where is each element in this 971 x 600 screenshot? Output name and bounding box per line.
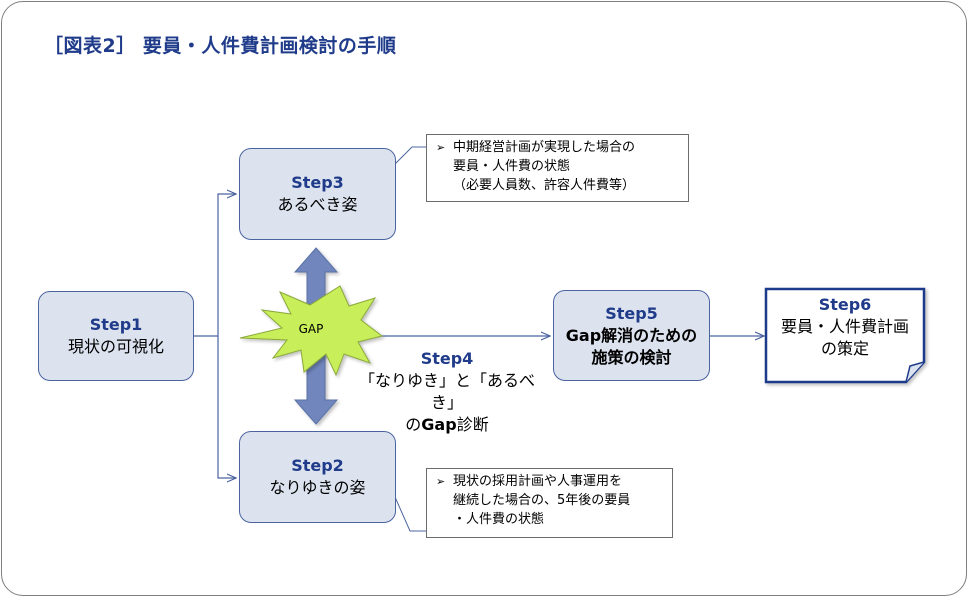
bullet-arrow-icon: ➢	[436, 475, 446, 488]
step4-desc-line1: 「なりゆき」と「あるべき」	[358, 371, 535, 412]
step6-desc-line2: の策定	[820, 339, 869, 358]
step5-desc-line2: 施策の検討	[591, 347, 672, 367]
step1-box: Step1 現状の可視化	[38, 291, 194, 381]
step4-desc-prefix: の	[405, 415, 422, 434]
step6-name: Step6	[818, 295, 872, 314]
callout-line-top	[394, 146, 426, 165]
callout-line-bottom	[394, 496, 426, 532]
step6-document-shape	[764, 287, 926, 384]
gap-starburst	[239, 285, 384, 377]
step5-name: Step5	[605, 303, 658, 323]
step5-box: Step5 Gap解消のための 施策の検討	[553, 290, 710, 381]
note-top: ➢ 中期経営計画が実現した場合の 要員・人件費の状態 （必要人員数、許容人件費等…	[426, 134, 689, 202]
step4-label: Step4 「なりゆき」と「あるべき」 のGap診断	[352, 348, 542, 436]
step1-desc: 現状の可視化	[67, 337, 164, 356]
bullet-arrow-icon: ➢	[436, 141, 446, 154]
step1-name: Step1	[89, 315, 143, 334]
step3-name: Step3	[291, 173, 344, 192]
connector-step1-step2	[217, 336, 236, 478]
step6-desc-line1: 要員・人件費計画	[780, 317, 909, 336]
step4-desc-line2: のGap診断	[352, 414, 542, 436]
step3-desc: あるべき姿	[277, 195, 358, 214]
step4-name: Step4	[420, 349, 474, 368]
gap-label: GAP	[298, 322, 324, 336]
step2-box: Step2 なりゆきの姿	[239, 431, 396, 523]
note-bottom-line3: ・人件費の状態	[453, 512, 545, 527]
note-bottom-line1: 現状の採用計画や人事運用を	[453, 474, 623, 489]
step2-name: Step2	[291, 456, 344, 475]
step2-desc: なりゆきの姿	[269, 478, 366, 497]
connector-step1-branch	[194, 194, 236, 337]
step4-desc-gap: Gap	[421, 415, 457, 434]
note-bottom: ➢ 現状の採用計画や人事運用を 継続した場合の、5年後の要員 ・人件費の状態	[426, 468, 673, 538]
note-top-line2: 要員・人件費の状態	[453, 159, 571, 174]
note-top-line3: （必要人員数、許容人件費等）	[453, 178, 636, 193]
note-top-line1: 中期経営計画が実現した場合の	[453, 140, 636, 155]
note-bottom-line2: 継続した場合の、5年後の要員	[453, 493, 631, 508]
page-title: ［図表2］ 要員・人件費計画検討の手順	[44, 35, 397, 57]
step3-box: Step3 あるべき姿	[239, 148, 396, 240]
step4-desc-suffix: 診断	[456, 415, 489, 434]
step6-text: Step6 要員・人件費計画 の策定	[766, 294, 924, 360]
step5-desc-line1: Gap解消のための	[565, 325, 698, 345]
